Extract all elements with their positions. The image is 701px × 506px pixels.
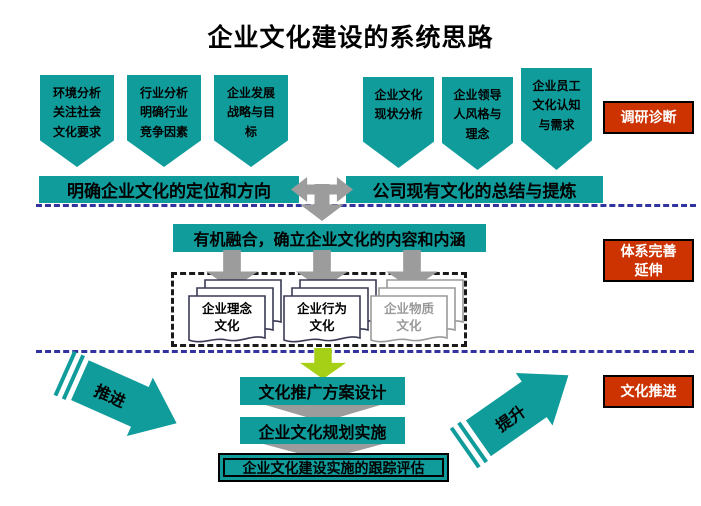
document-label-line: 企业理念 — [201, 302, 252, 317]
stage-label-text: 体系完善 — [620, 243, 677, 260]
pennant-line: 行业分析 — [139, 86, 188, 100]
positioning-bar: 明确企业文化的定位和方向 — [39, 176, 299, 203]
document-label: 企业理念 文化 — [188, 295, 266, 341]
document-label-line: 文化 — [396, 319, 422, 333]
pennant-line: 环境分析 — [52, 86, 101, 100]
pennant-line: 理念 — [465, 126, 490, 141]
document-page-icon — [188, 295, 266, 343]
system-stage-label: 体系完善 延伸 — [603, 239, 694, 282]
pennant-line: 企业领导 — [453, 88, 502, 102]
stage-label-text: 文化推进 — [620, 383, 677, 400]
pennant-line: 竞争因素 — [139, 124, 188, 139]
dashed-divider — [36, 204, 696, 207]
step-bar-promotion-plan: 文化推广方案设计 — [240, 377, 405, 405]
document-page-icon — [283, 295, 361, 343]
summary-bar: 公司现有文化的总结与提炼 — [346, 176, 603, 203]
page-title: 企业文化建设的系统思路 — [207, 24, 494, 52]
research-stage-label: 调研诊断 — [603, 101, 694, 134]
pennant-line: 企业员工 — [532, 79, 581, 93]
positioning-bar-text: 明确企业文化的定位和方向 — [67, 182, 271, 201]
pennant-line: 文化认知 — [532, 98, 581, 113]
fusion-bar-text: 有机融合，确立企业文化的内容和内涵 — [193, 232, 466, 249]
pennant-culture-status: 企业文化 现状分析 — [363, 77, 434, 168]
pennant-line: 文化要求 — [52, 124, 101, 139]
document-label: 企业行为 文化 — [283, 295, 361, 341]
pennant-employee-cognition: 企业员工 文化认知 与需求 — [521, 68, 592, 170]
pennant-line: 战略与目 — [226, 105, 275, 120]
dashed-divider — [36, 350, 694, 353]
pennant-line: 现状分析 — [374, 107, 423, 122]
document-stack-material-culture: 企业物质 文化 — [370, 279, 464, 347]
evaluation-box-inner: 企业文化建设实施的跟踪评估 — [223, 458, 444, 477]
pennant-line: 与需求 — [538, 117, 575, 132]
fusion-bar: 有机融合，确立企业文化的内容和内涵 — [173, 224, 486, 252]
pennant-line: 企业文化 — [374, 88, 423, 102]
document-label-line: 文化 — [309, 319, 335, 333]
lift-arrow: 提升 — [445, 349, 587, 475]
summary-bar-text: 公司现有文化的总结与提炼 — [372, 182, 577, 201]
pennant-line: 关注社会 — [52, 105, 101, 120]
pennant-environment-analysis: 环境分析 关注社会 文化要求 — [40, 75, 114, 167]
step-bar-plan-implementation: 企业文化规划实施 — [240, 417, 405, 444]
pennant-line: 人风格与 — [453, 107, 502, 122]
document-page-icon — [370, 295, 448, 343]
document-stack-idea-culture: 企业理念 文化 — [188, 279, 282, 347]
push-arrow: 推进 — [50, 344, 189, 453]
pennant-line: 企业发展 — [226, 86, 275, 100]
pennant-line: 标 — [244, 124, 257, 139]
step-bar-text: 企业文化规划实施 — [258, 424, 387, 442]
document-label: 企业物质 文化 — [370, 295, 448, 341]
document-stack-behavior-culture: 企业行为 文化 — [283, 279, 377, 347]
stage-label-text: 调研诊断 — [620, 109, 677, 126]
stage-label-text: 延伸 — [634, 261, 663, 278]
pennant-industry-analysis: 行业分析 明确行业 竞争因素 — [127, 75, 201, 167]
evaluation-box-text: 企业文化建设实施的跟踪评估 — [242, 459, 425, 476]
pennant-development-strategy: 企业发展 战略与目 标 — [214, 75, 288, 167]
step-bar-text: 文化推广方案设计 — [258, 385, 387, 402]
document-label-line: 企业行为 — [296, 302, 347, 317]
block-arrow-icon — [67, 351, 190, 453]
pennant-leader-style: 企业领导 人风格与 理念 — [442, 77, 513, 170]
promotion-stage-label: 文化推进 — [603, 375, 694, 408]
document-label-line: 文化 — [214, 319, 240, 333]
document-label-line: 企业物质 — [383, 302, 434, 317]
evaluation-box: 企业文化建设实施的跟踪评估 — [218, 453, 449, 482]
pennant-line: 明确行业 — [139, 105, 188, 120]
